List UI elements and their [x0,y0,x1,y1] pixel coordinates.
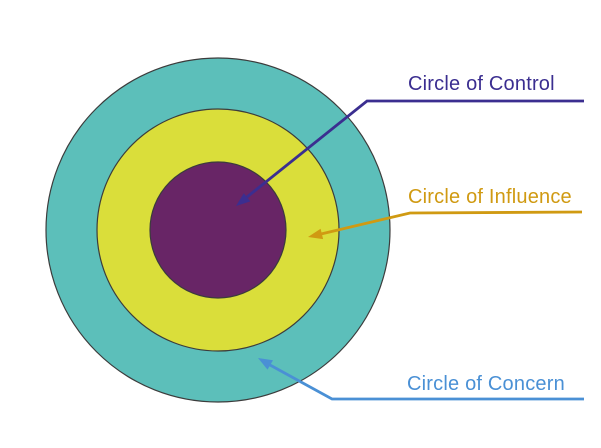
concern-arrowhead-icon [258,358,273,370]
concentric-circles [45,57,391,403]
influence-leader [308,210,583,240]
control-leader-line [246,99,584,199]
label-circle-of-concern: Circle of Concern [407,373,565,395]
label-circle-of-influence: Circle of Influence [408,186,572,208]
label-circle-of-control: Circle of Control [408,73,555,95]
influence-arrowhead-icon [308,228,324,240]
control-leader [236,99,584,206]
concern-leader-line [269,363,584,401]
concern-leader [258,358,584,401]
influence-leader-line [320,210,583,236]
circle-of-control-shape [149,161,287,299]
control-arrowhead-icon [236,193,251,206]
